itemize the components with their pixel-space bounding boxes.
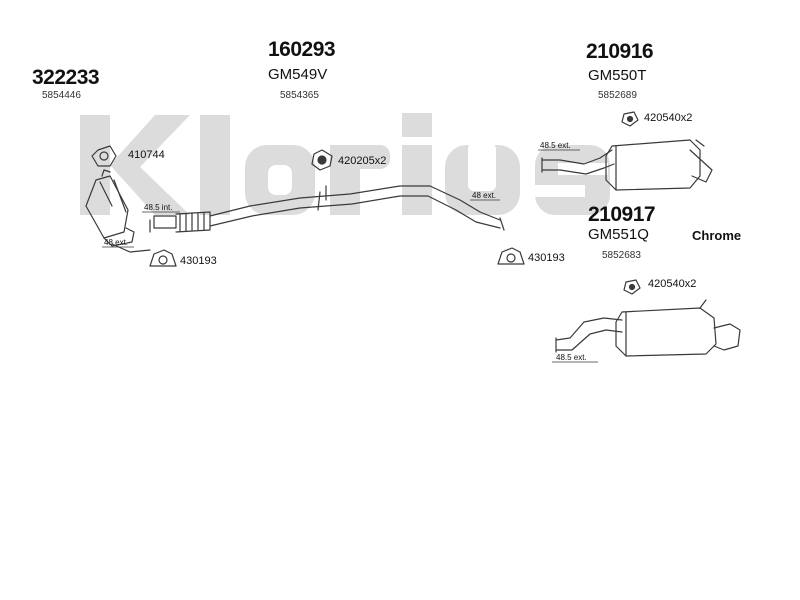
- clamp-430193-left-drawing: [149, 249, 177, 267]
- middle-pipe-drawing: [149, 185, 505, 233]
- hardware-420540-top: 420540x2: [644, 112, 693, 124]
- part-code-210916: GM550T: [588, 67, 647, 84]
- part-number-160293: 160293: [268, 38, 336, 61]
- hardware-430193-left: 430193: [180, 255, 217, 267]
- dimension-48ext-mid: 48 ext.: [472, 191, 497, 200]
- hardware-420205: 420205x2: [338, 155, 387, 167]
- oem-number-322233: 5854446: [42, 90, 81, 101]
- part-code-210917: GM551Q: [588, 226, 649, 243]
- catalytic-converter-drawing: [85, 169, 151, 253]
- rear-silencer-210916-drawing: [541, 139, 713, 191]
- part-number-210916: 210916: [586, 40, 654, 63]
- dimension-485ext-bottom: 48.5 ext.: [556, 353, 587, 362]
- part-number-322233: 322233: [32, 66, 100, 89]
- clamp-430193-right-drawing: [497, 247, 525, 265]
- hardware-420540-bottom: 420540x2: [648, 278, 697, 290]
- oem-number-210916: 5852689: [598, 90, 637, 101]
- hanger-420205-drawing: [311, 149, 333, 171]
- dimension-485ext-top: 48.5 ext.: [540, 141, 571, 150]
- hanger-420540-top-drawing: [621, 111, 639, 127]
- rear-silencer-210917-drawing: [555, 299, 741, 357]
- dimension-485int: 48.5 int.: [144, 203, 173, 212]
- clamp-410744-drawing: [91, 145, 117, 167]
- dimension-48ext-left: 48 ext.: [104, 238, 129, 247]
- oem-number-160293: 5854365: [280, 90, 319, 101]
- hanger-420540-bottom-drawing: [623, 279, 641, 295]
- hardware-430193-right: 430193: [528, 252, 565, 264]
- finish-label-210917: Chrome: [692, 228, 742, 243]
- part-number-210917: 210917: [588, 203, 656, 226]
- oem-number-210917: 5852683: [602, 250, 641, 261]
- part-code-160293: GM549V: [268, 66, 328, 83]
- hardware-410744: 410744: [128, 149, 165, 161]
